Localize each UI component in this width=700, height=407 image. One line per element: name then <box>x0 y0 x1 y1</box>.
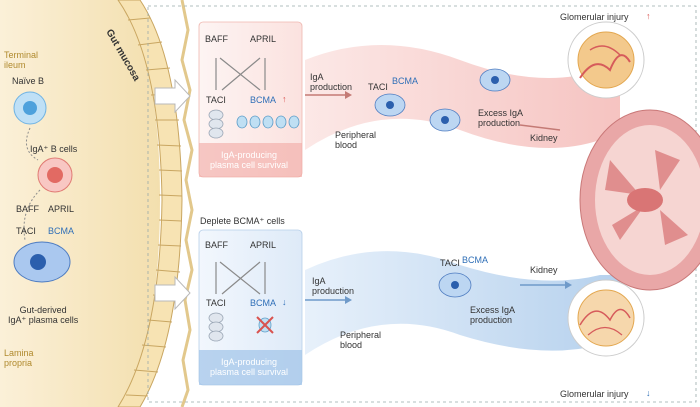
top-excess-iga-label: Excess IgA production <box>478 108 524 128</box>
bottom-iga-production-label: IgA production <box>312 276 355 296</box>
top-survival-band <box>199 143 302 177</box>
bottom-vessel-taci-label: TACI <box>440 258 460 268</box>
top-kidney-label: Kidney <box>530 133 558 143</box>
arrow-to-bottom <box>154 275 191 311</box>
bottom-peripheral-blood-label: Peripheral blood <box>340 330 382 350</box>
bottom-survival-band <box>199 350 302 385</box>
top-glomerulus <box>567 21 645 99</box>
top-iga-production-label: IgA production <box>310 72 353 92</box>
bottom-glomerular-injury-label: Glomerular injury <box>560 389 629 399</box>
top-bcma-up-arrow: ↑ <box>282 94 287 104</box>
top-peripheral-blood-label: Peripheral blood <box>335 130 377 150</box>
bottom-glomerular-down-arrow: ↓ <box>646 388 651 398</box>
bottom-april-label: APRIL <box>250 240 277 250</box>
bottom-taci-label: TACI <box>206 298 226 308</box>
gut-april-label: APRIL <box>48 204 75 214</box>
bottom-bcma-label: BCMA <box>250 298 277 308</box>
kidney-illustration <box>579 109 700 291</box>
top-glomerular-up-arrow: ↑ <box>646 11 651 21</box>
gut-bcma-label: BCMA <box>48 226 75 236</box>
bottom-baff-label: BAFF <box>205 240 229 250</box>
naive-b-label: Naïve B <box>12 76 45 86</box>
lamina-propria-label: Lamina propria <box>4 348 34 368</box>
top-baff-label: BAFF <box>205 34 229 44</box>
bottom-kidney-label: Kidney <box>530 265 558 275</box>
top-taci-label: TACI <box>206 95 226 105</box>
top-survival-label: IgA-producing plasma cell survival <box>210 150 289 170</box>
top-bcma-label: BCMA <box>250 95 277 105</box>
iga-b-cells-label: IgA⁺ B cells <box>30 144 78 154</box>
gut-baff-label: BAFF <box>16 204 40 214</box>
top-april-label: APRIL <box>250 34 277 44</box>
bottom-excess-iga-label: Excess IgA production <box>470 305 516 325</box>
bottom-vessel <box>305 251 620 355</box>
bottom-survival-label: IgA-producing plasma cell survival <box>210 357 289 377</box>
terminal-ileum-label: Terminal ileum <box>4 50 39 70</box>
arrow-to-top <box>154 78 191 114</box>
top-vessel-bcma-label: BCMA <box>392 76 419 86</box>
bottom-vessel-bcma-label: BCMA <box>462 255 489 265</box>
bcma-blocked-x <box>256 316 274 334</box>
deplete-bcma-label: Deplete BCMA⁺ cells <box>200 216 285 226</box>
gut-derived-label: Gut-derived IgA⁺ plasma cells <box>8 305 79 325</box>
bottom-bcma-down-arrow: ↓ <box>282 297 287 307</box>
top-vessel <box>305 45 620 150</box>
top-glomerular-injury-label: Glomerular injury <box>560 12 629 22</box>
villus-edge <box>180 0 194 407</box>
gut-taci-label: TACI <box>16 226 36 236</box>
bottom-glomerulus <box>567 279 645 357</box>
top-vessel-taci-label: TACI <box>368 82 388 92</box>
